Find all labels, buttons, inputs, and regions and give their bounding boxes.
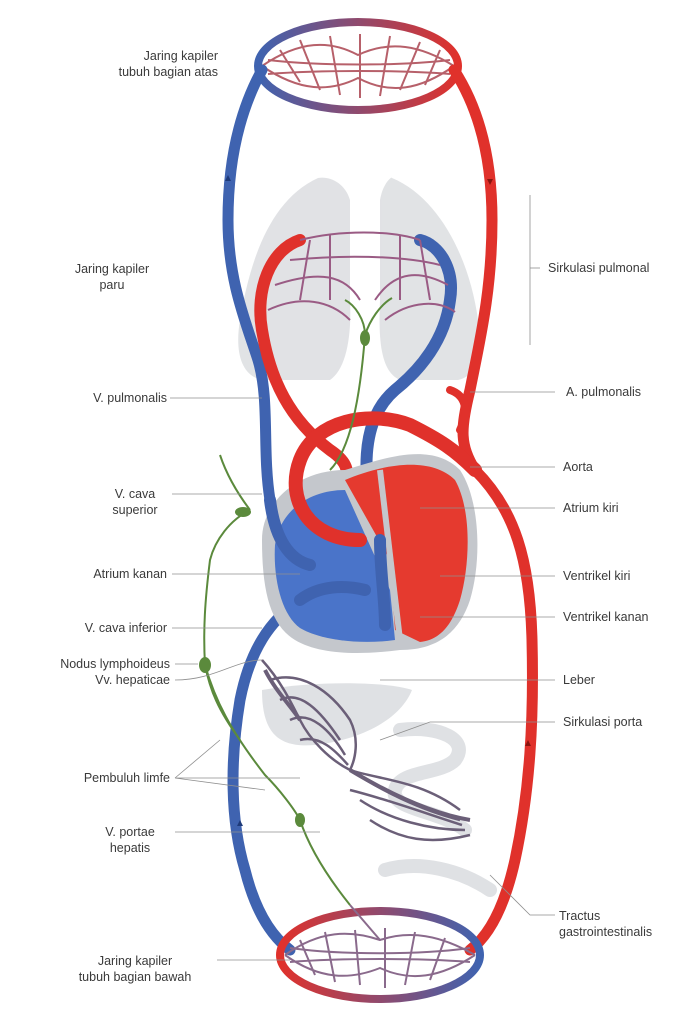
label-capillary-lung-line1: Jaring kapiler	[52, 261, 172, 277]
label-capillary-lung: Jaring kapiler paru	[52, 261, 172, 293]
label-capillary-lower: Jaring kapiler tubuh bagian bawah	[55, 953, 215, 985]
label-tractus: Tractus gastrointestinalis	[559, 908, 652, 940]
label-aorta: Aorta	[563, 459, 593, 475]
label-v-cava-superior: V. cava superior	[100, 486, 170, 518]
lungs	[238, 178, 480, 380]
gi-tract	[385, 729, 490, 890]
label-ventrikel-kanan: Ventrikel kanan	[563, 609, 648, 625]
label-capillary-upper: Jaring kapiler tubuh bagian atas	[119, 48, 218, 80]
label-v-cava-superior-line1: V. cava	[100, 486, 170, 502]
label-tractus-line1: Tractus	[559, 908, 652, 924]
label-v-pulmonalis: V. pulmonalis	[93, 390, 167, 406]
label-capillary-upper-line1: Jaring kapiler	[119, 48, 218, 64]
label-pulmonary-circulation: Sirkulasi pulmonal	[548, 260, 649, 276]
label-v-cava-inferior: V. cava inferior	[85, 620, 167, 636]
label-capillary-lower-line1: Jaring kapiler	[55, 953, 215, 969]
label-atrium-kiri: Atrium kiri	[563, 500, 619, 516]
label-vv-hepaticae: Vv. hepaticae	[95, 672, 170, 688]
label-atrium-kanan: Atrium kanan	[93, 566, 167, 582]
label-nodus: Nodus lymphoideus	[60, 656, 170, 672]
label-leber: Leber	[563, 672, 595, 688]
label-pembuluh-limfe: Pembuluh limfe	[84, 770, 170, 786]
capillary-lower-body	[280, 905, 480, 999]
label-sirkulasi-porta: Sirkulasi porta	[563, 714, 642, 730]
label-v-cava-superior-line2: superior	[100, 502, 170, 518]
label-v-portae: V. portae hepatis	[90, 824, 170, 856]
label-ventrikel-kiri: Ventrikel kiri	[563, 568, 630, 584]
label-tractus-line2: gastrointestinalis	[559, 924, 652, 940]
capillary-upper-body	[258, 22, 458, 110]
label-capillary-upper-line2: tubuh bagian atas	[119, 64, 218, 80]
label-v-portae-line2: hepatis	[90, 840, 170, 856]
label-v-portae-line1: V. portae	[90, 824, 170, 840]
label-capillary-lung-line2: paru	[52, 277, 172, 293]
label-a-pulmonalis: A. pulmonalis	[566, 384, 641, 400]
label-capillary-lower-line2: tubuh bagian bawah	[55, 969, 215, 985]
